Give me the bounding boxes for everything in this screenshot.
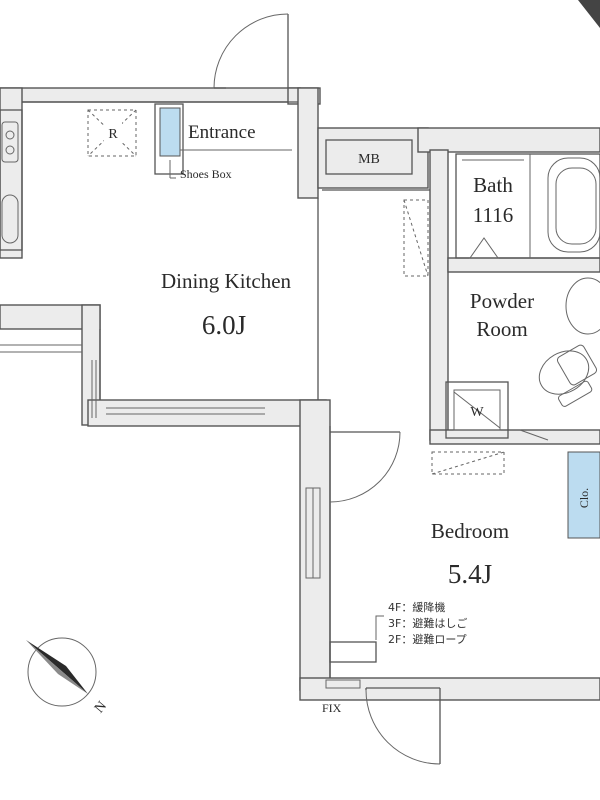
dk-storage [403,199,429,277]
escape-hatch [329,641,377,663]
refrigerator-label: R [108,127,118,142]
closet-label: Clo. [577,488,591,508]
bedroom-size: 5.4J [448,559,492,589]
closet: Clo. [567,451,600,539]
fix-window-label: FIX [322,701,342,715]
walls [0,87,600,701]
escape-note-4f: 4F：緩降機 [388,600,445,614]
bath-size-label: 1116 [473,203,513,227]
wall-outlines [0,101,430,678]
kitchen-counter [0,109,23,251]
bedroom-label: Bedroom [431,519,509,543]
powder-label-1: Powder [470,289,534,313]
meter-box: MB [325,139,413,175]
entrance-door[interactable] [213,13,289,89]
shoes-box-label: Shoes Box [180,167,232,181]
escape-equipment-notes: 4F：緩降機 3F：避難はしご 2F：避難ロープ [375,600,467,646]
washer-icon: W [445,381,509,439]
bath-label: Bath [473,173,513,197]
dining-kitchen-label: Dining Kitchen [161,269,292,293]
refrigerator-space: R [87,109,137,157]
meter-box-label: MB [358,152,380,167]
bedroom-shelf [431,451,505,475]
compass-north-label: N [92,699,110,716]
escape-note-3f: 3F：避難はしご [388,616,467,630]
powder-label-2: Room [476,317,527,341]
entrance-label: Entrance [188,122,256,143]
bedroom-door[interactable] [329,431,401,503]
balcony-door[interactable] [325,679,441,765]
shoes-box: Shoes Box [154,103,232,181]
escape-note-2f: 2F：避難ロープ [388,632,467,646]
washer-label: W [470,405,484,420]
powder-room: Powder Room W [445,277,600,441]
dining-kitchen-size: 6.0J [202,310,246,340]
toilet-icon [538,344,598,407]
sink-icon [565,277,600,335]
corner-marker [578,0,600,28]
compass: N [26,637,110,716]
bath-room: Bath 1116 [455,153,600,259]
